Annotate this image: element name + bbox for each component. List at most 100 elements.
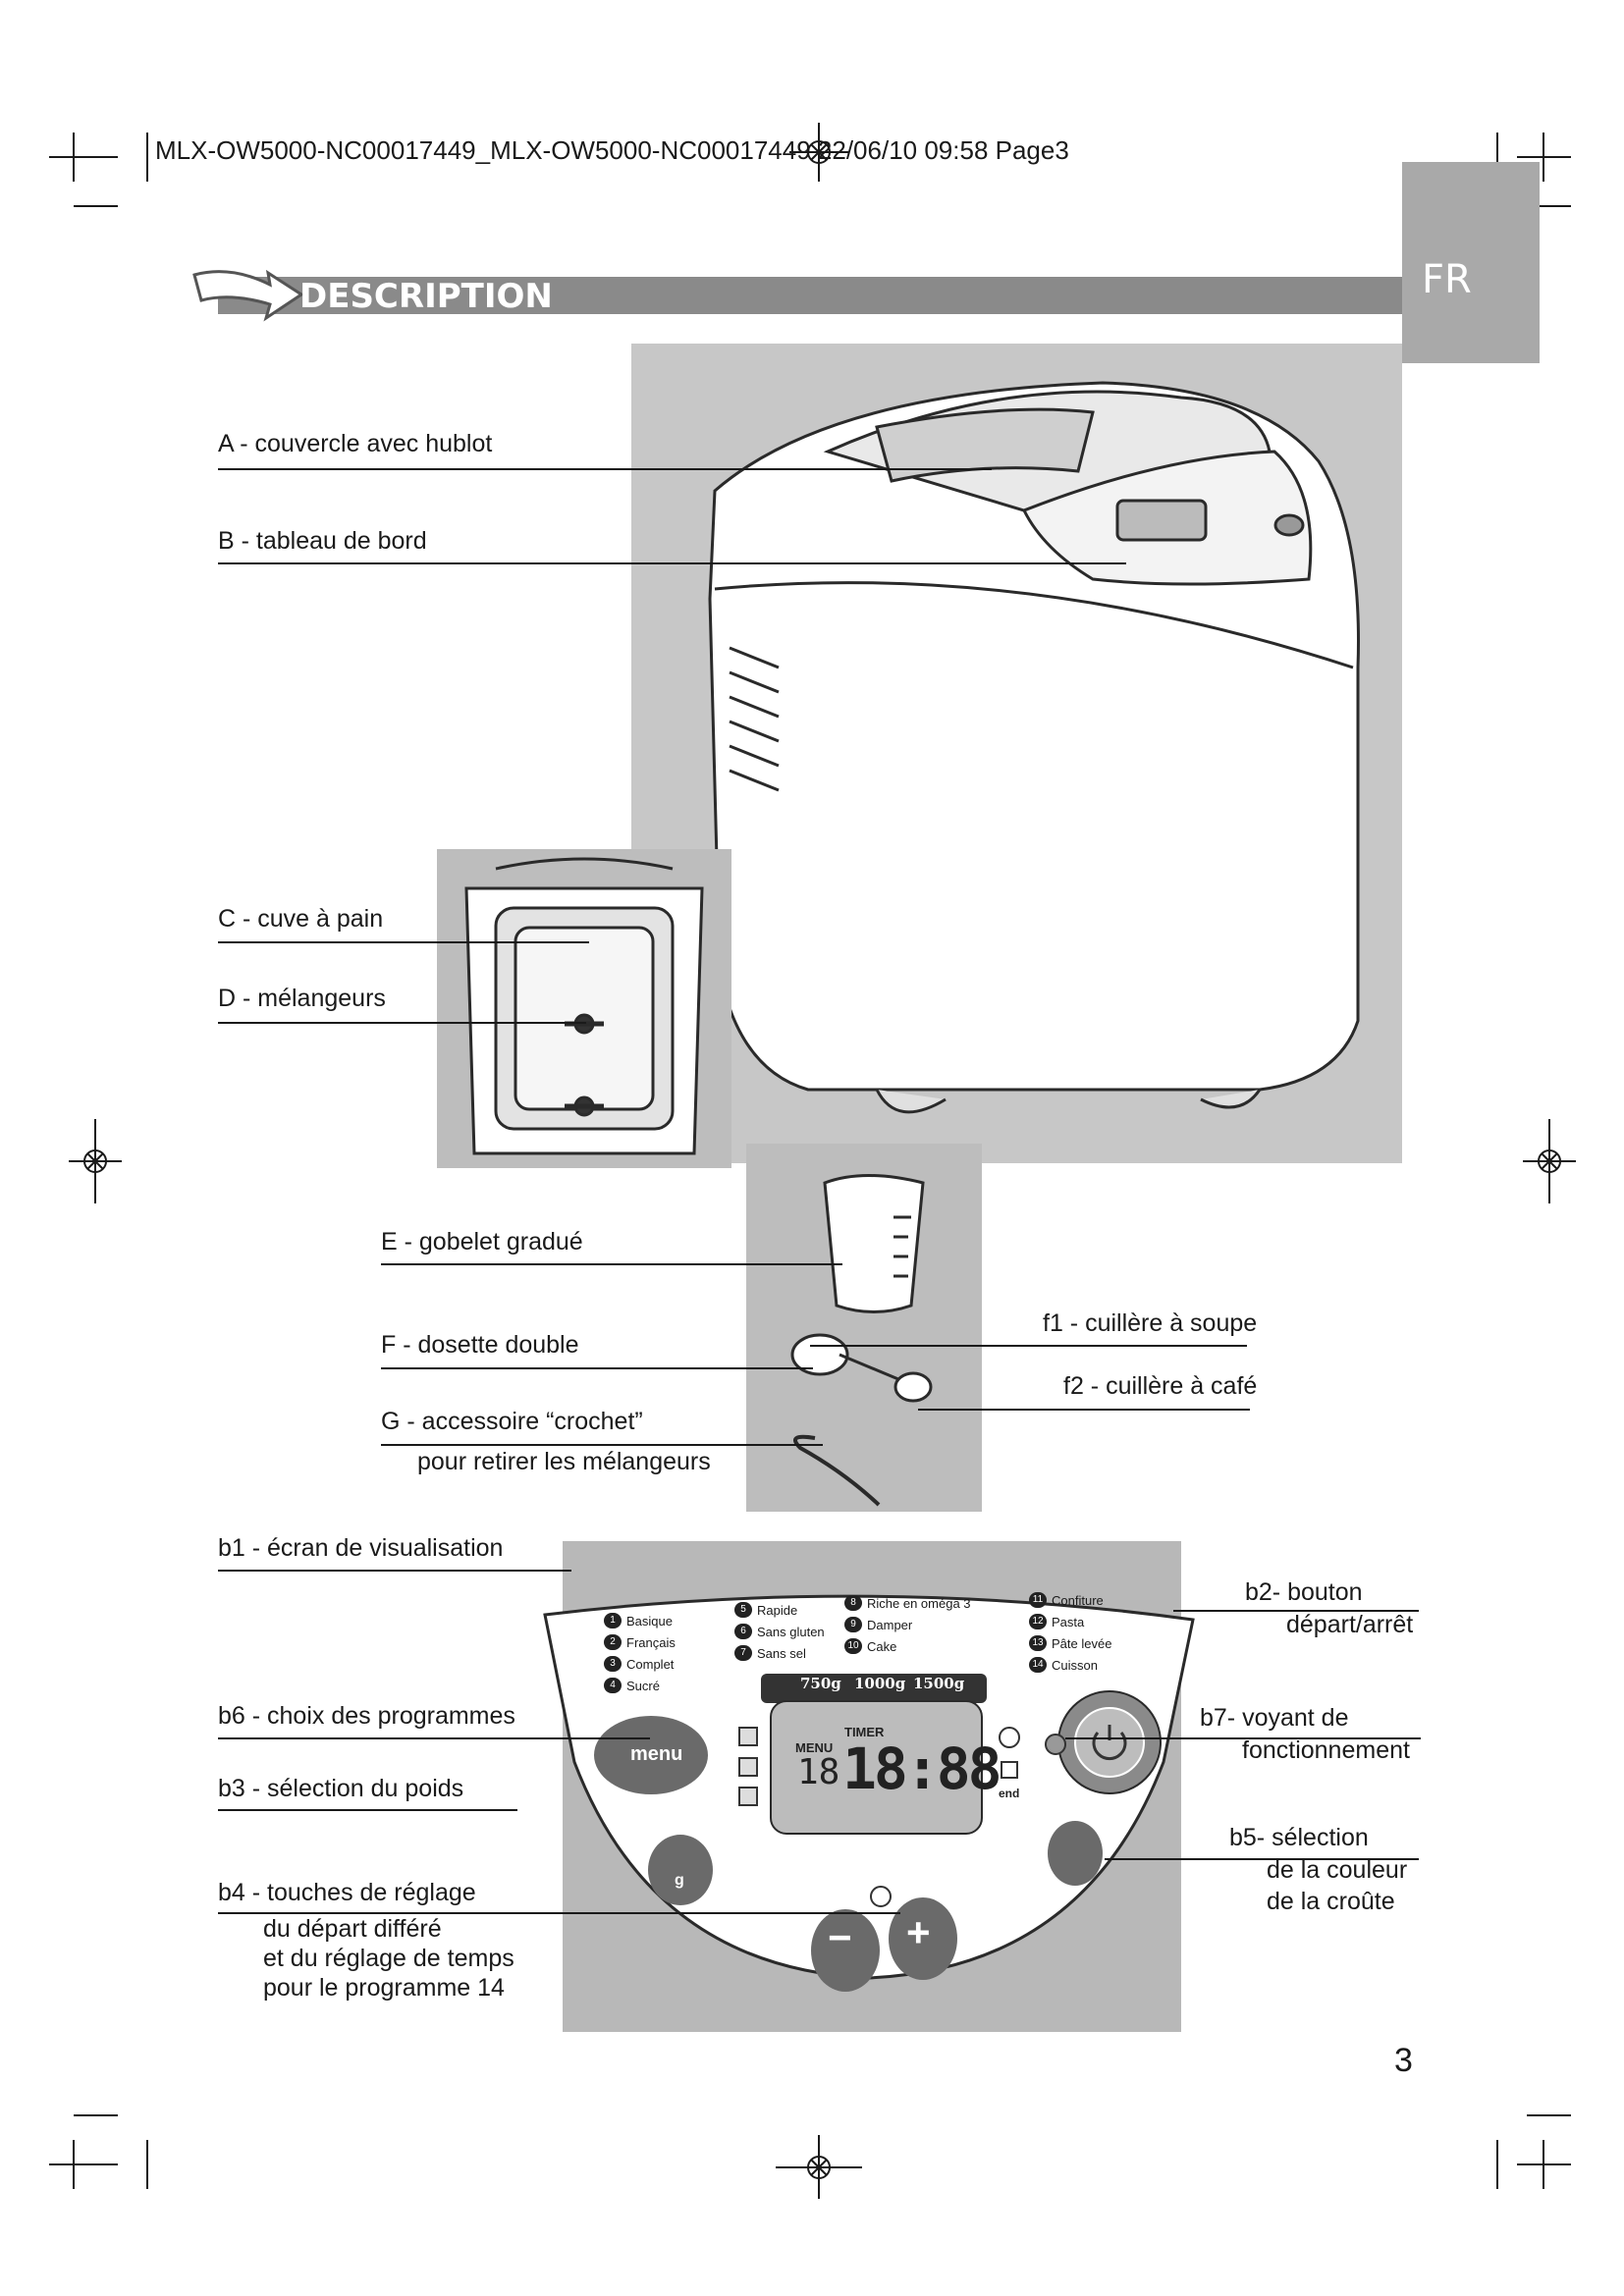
lcd-menu-label: MENU [795,1740,834,1755]
label-choix-programmes: b6 - choix des programmes [218,1702,515,1730]
leader-gobelet [381,1263,842,1265]
menu-button[interactable]: menu [630,1743,683,1765]
label-couleur-croute: b5- sélection [1229,1824,1369,1851]
label-cuillere-cafe: f2 - cuillère à café [1063,1372,1258,1400]
accessories-illustration [790,1174,933,1507]
program-name: Sucré [626,1678,660,1693]
weight-1000[interactable]: 1000g [854,1675,906,1692]
label-cuillere-soupe: f1 - cuillère à soupe [1043,1309,1258,1337]
label-gobelet: E - gobelet gradué [381,1228,583,1255]
print-slug: MLX-OW5000-NC00017449_MLX-OW5000-NC00017… [155,135,1069,165]
bread-maker-illustration [708,381,1360,1114]
program-number-badge: 8 [844,1595,862,1611]
program-number-badge: 2 [604,1634,622,1650]
program-item: 4 Sucré [604,1678,660,1693]
program-item: 12 Pasta [1029,1614,1084,1629]
arrow-icon [192,269,304,322]
leader-cuve [218,941,589,943]
label-couvercle: A - couvercle avec hublot [218,430,493,457]
lcd-time-digits: 18:88 [842,1735,1002,1802]
program-name: Pasta [1052,1614,1085,1629]
label-crochet-detail: pour retirer les mélangeurs [417,1448,711,1475]
program-number-badge: 7 [734,1645,752,1661]
program-item: 6 Sans gluten [734,1624,825,1639]
label-touches-reglage-line3: et du réglage de temps [263,1945,514,1972]
program-item: 5 Rapide [734,1602,797,1618]
program-number-badge: 4 [604,1678,622,1693]
leader-voyant [1065,1737,1421,1739]
label-voyant-detail: fonctionnement [1242,1736,1410,1764]
bread-pan-illustration [464,857,704,1155]
weight-button[interactable]: g [675,1872,684,1889]
leader-melangeurs [218,1022,586,1024]
label-touches-reglage: b4 - touches de réglage [218,1879,476,1906]
program-item: 7 Sans sel [734,1645,806,1661]
section-banner [218,277,1402,314]
program-number-badge: 12 [1029,1614,1047,1629]
lcd-program-digits: 18 [797,1752,840,1792]
program-number-badge: 6 [734,1624,752,1639]
lcd-end-label: end [999,1787,1020,1800]
leader-couleur-croute [1105,1858,1419,1860]
program-item: 14 Cuisson [1029,1657,1098,1673]
label-bouton-depart-detail: départ/arrêt [1286,1611,1414,1638]
leader-touches-reglage [218,1912,900,1914]
plus-button[interactable]: + [906,1909,931,1955]
program-name: Damper [867,1617,913,1632]
minus-button[interactable]: − [828,1914,852,1960]
program-name: Pâte levée [1052,1635,1112,1651]
label-selection-poids: b3 - sélection du poids [218,1775,464,1802]
language-tab [1402,162,1540,363]
program-name: Sans sel [757,1645,806,1661]
leader-choix-programmes [218,1737,650,1739]
program-name: Riche en oméga 3 [867,1595,971,1611]
weight-750[interactable]: 750g [800,1675,841,1692]
label-couleur-croute-line3: de la croûte [1267,1888,1395,1915]
program-name: Français [626,1634,676,1650]
section-title: DESCRIPTION [299,277,553,316]
weight-1500[interactable]: 1500g [913,1675,965,1692]
program-number-badge: 14 [1029,1657,1047,1673]
program-item: 13 Pâte levée [1029,1635,1111,1651]
program-item: 11 Confiture [1029,1592,1104,1608]
label-voyant: b7- voyant de [1200,1704,1349,1732]
program-number-badge: 13 [1029,1635,1047,1651]
program-name: Complet [626,1656,675,1672]
program-number-badge: 5 [734,1602,752,1618]
label-ecran: b1 - écran de visualisation [218,1534,504,1562]
control-panel [543,1594,1195,1992]
label-tableau-de-bord: B - tableau de bord [218,527,427,555]
label-couleur-croute-line2: de la couleur [1267,1856,1408,1884]
label-melangeurs: D - mélangeurs [218,985,386,1012]
program-name: Sans gluten [757,1624,825,1639]
program-number-badge: 1 [604,1613,622,1629]
leader-cuillere-cafe [918,1409,1250,1411]
label-touches-reglage-line2: du départ différé [263,1915,442,1943]
language-tab-label: FR [1422,257,1472,302]
program-number-badge: 10 [844,1638,862,1654]
program-number-badge: 3 [604,1656,622,1672]
program-name: Basique [626,1613,673,1629]
program-number-badge: 11 [1029,1592,1047,1608]
lcd-timer-label: TIMER [844,1725,885,1739]
program-item: 10 Cake [844,1638,896,1654]
program-name: Confiture [1052,1592,1104,1608]
program-name: Cake [867,1638,897,1654]
leader-ecran [218,1570,571,1572]
label-cuve: C - cuve à pain [218,905,384,933]
leader-cuillere-soupe [810,1345,1247,1347]
leader-selection-poids [218,1809,517,1811]
label-dosette: F - dosette double [381,1331,579,1359]
label-touches-reglage-line4: pour le programme 14 [263,1974,505,2002]
leader-dosette [381,1367,813,1369]
label-crochet: G - accessoire “crochet” [381,1408,643,1435]
program-name: Rapide [757,1602,798,1618]
program-number-badge: 9 [844,1617,862,1632]
leader-couvercle [218,468,992,470]
program-item: 9 Damper [844,1617,912,1632]
program-name: Cuisson [1052,1657,1098,1673]
